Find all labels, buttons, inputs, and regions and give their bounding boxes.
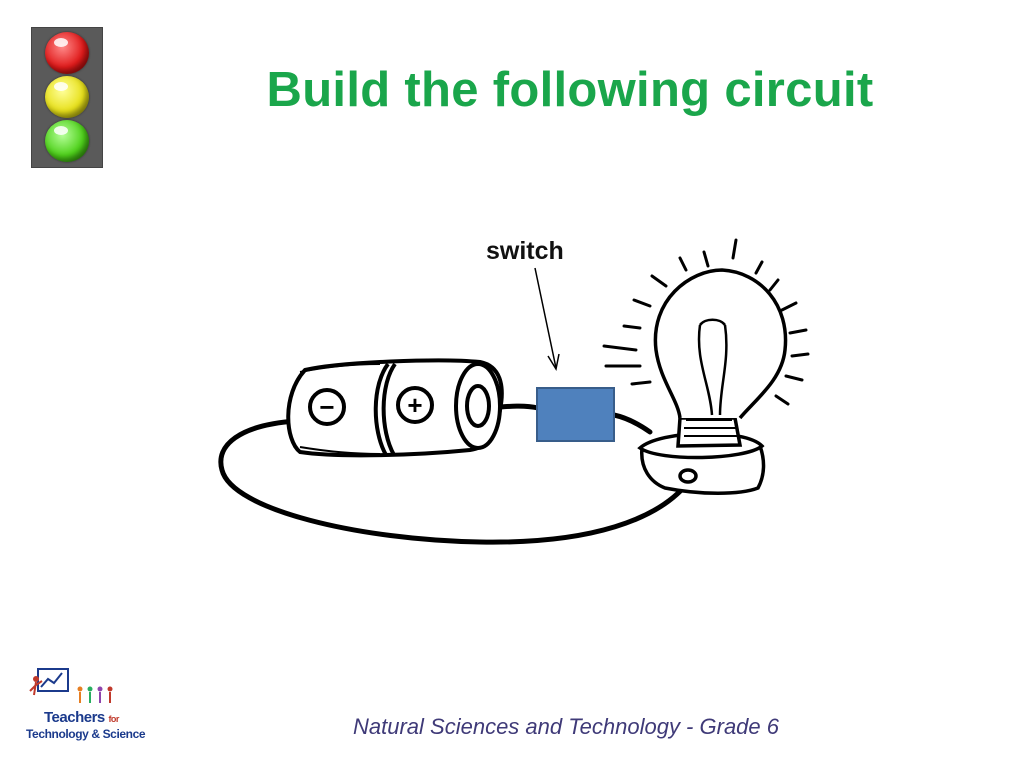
logo-line-1-text: Teachers	[44, 709, 105, 726]
logo-line-2: Technology & Science	[26, 727, 146, 741]
teachers-logo-icon	[29, 668, 113, 703]
light-bulb-icon	[637, 268, 788, 495]
logo-line-1: Teachers for	[44, 709, 119, 726]
switch-pointer-arrow	[534, 267, 560, 372]
logo-line-1-small: for	[108, 714, 119, 724]
slide-footer: Natural Sciences and Technology - Grade …	[353, 714, 779, 739]
red-light-icon	[45, 32, 89, 74]
slide-title: Build the following circuit	[266, 63, 874, 117]
green-light-icon	[45, 120, 89, 162]
battery-plus-label: +	[407, 390, 422, 420]
switch-box	[536, 387, 615, 442]
light-rays	[602, 238, 810, 406]
battery-minus-label: −	[319, 392, 334, 422]
yellow-light-icon	[45, 76, 89, 118]
battery-icon	[286, 358, 504, 458]
switch-label: switch	[486, 237, 564, 265]
traffic-light-icon	[31, 27, 103, 168]
